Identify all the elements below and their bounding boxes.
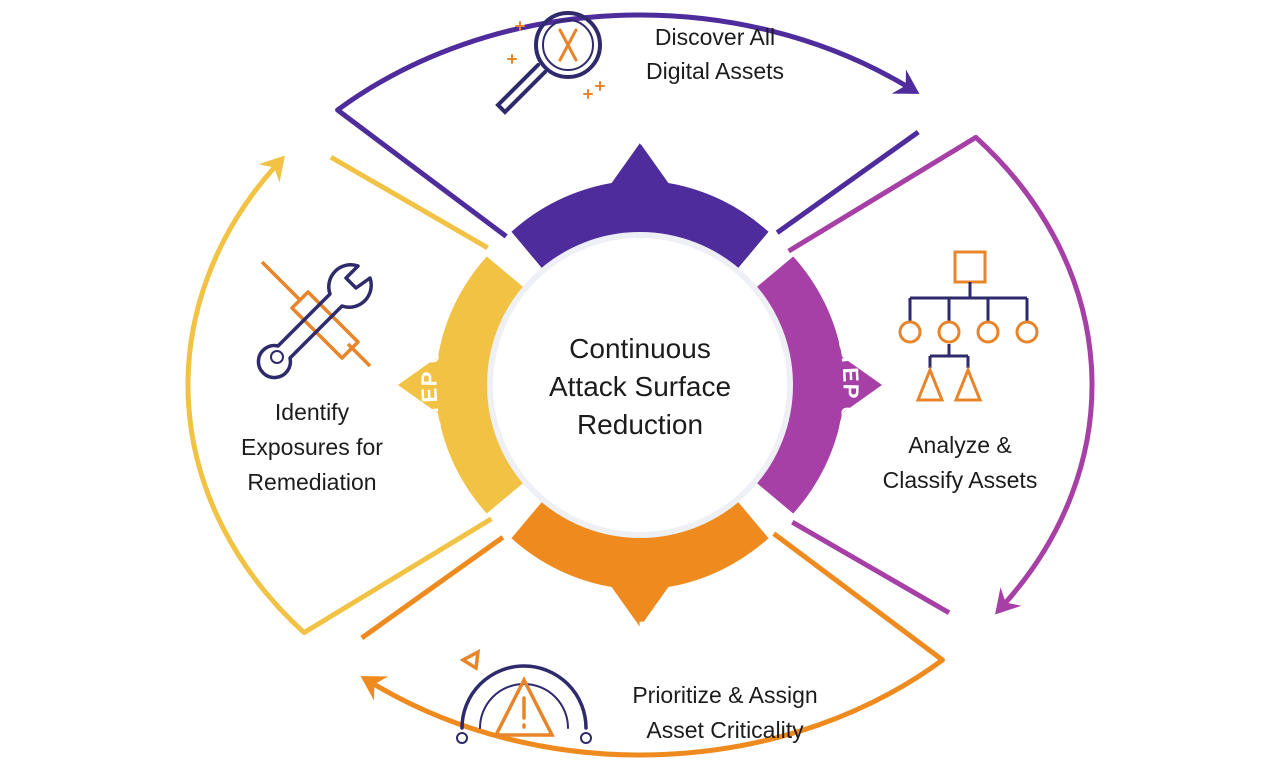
step-03-label: STEP 03 bbox=[592, 612, 688, 642]
step-02-segment bbox=[747, 256, 882, 514]
step-04-segment bbox=[398, 256, 533, 514]
step-03-segment bbox=[511, 492, 769, 627]
center-line: Continuous bbox=[569, 333, 711, 364]
step-02-cycle-arrow bbox=[787, 134, 1095, 605]
center-circle bbox=[487, 232, 793, 538]
arrowhead-icon bbox=[995, 587, 1022, 615]
step-04-title: Remediation bbox=[247, 469, 376, 495]
step-01-cycle-arrow bbox=[335, 12, 907, 239]
step-04-divider-line bbox=[329, 155, 489, 250]
outer-arrows bbox=[185, 12, 1095, 758]
step-02-divider-line bbox=[791, 520, 951, 615]
center-line: Reduction bbox=[577, 409, 703, 440]
step-02-title: Classify Assets bbox=[883, 467, 1038, 493]
center-title: Continuous Attack Surface Reduction bbox=[549, 333, 731, 440]
step-04-title: Identify bbox=[275, 399, 350, 425]
step-03-title: Prioritize & Assign bbox=[632, 682, 817, 708]
step-04-cycle-arrow bbox=[185, 165, 493, 636]
step-01-title: Digital Assets bbox=[646, 58, 784, 84]
step-02-title: Analyze & bbox=[908, 432, 1012, 458]
center-line: Attack Surface bbox=[549, 371, 731, 402]
wrench-screwdriver-icon bbox=[256, 260, 373, 380]
step-ring bbox=[398, 143, 882, 627]
arrowhead-icon bbox=[360, 676, 389, 701]
gauge-warning-icon bbox=[456, 648, 592, 744]
step-01-segment bbox=[511, 143, 769, 278]
step-01-divider-line bbox=[775, 129, 920, 235]
arrowhead-icon bbox=[258, 155, 285, 183]
step-01-title: Discover All bbox=[655, 24, 775, 50]
step-04-title: Exposures for bbox=[241, 434, 383, 460]
step-03-title: Asset Criticality bbox=[646, 717, 804, 743]
magnifier-compass-icon bbox=[495, 11, 605, 115]
arrowhead-icon bbox=[891, 69, 920, 94]
hierarchy-icon bbox=[898, 250, 1039, 402]
step-03-cycle-arrow bbox=[373, 531, 945, 758]
step-03-divider-line bbox=[360, 535, 505, 641]
